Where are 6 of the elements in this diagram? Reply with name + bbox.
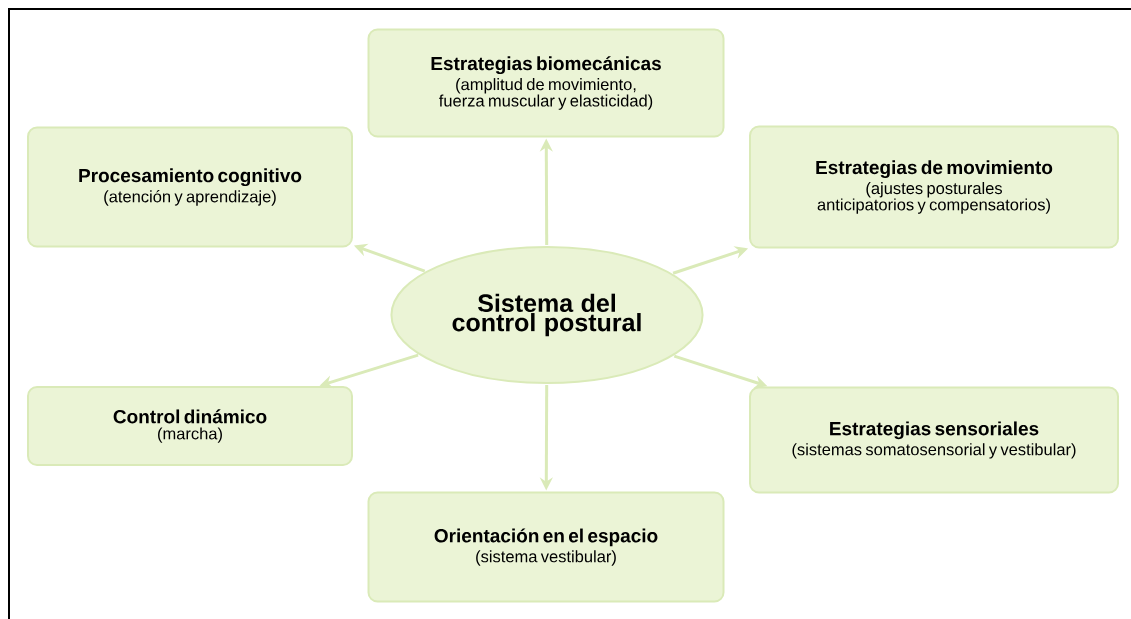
strategy-box: Estrategias biomecánicas (amplitud de movimiento, fuerza muscular y elasticidad): [367, 28, 725, 138]
strategy-box: Estrategias sensoriales (sistemas somatosensorial y vestibular): [749, 386, 1119, 494]
strategy-box: Orientación en el espacio (sistema vestibular): [367, 491, 725, 603]
strategy-box: Procesamiento cognitivo (atención y aprendizaje): [27, 126, 353, 248]
strategy-box: Estrategias de movimiento (ajustes posturales anticipatorios y compensatorios): [749, 125, 1119, 249]
strategy-box: Control dinámico (marcha): [27, 386, 353, 466]
